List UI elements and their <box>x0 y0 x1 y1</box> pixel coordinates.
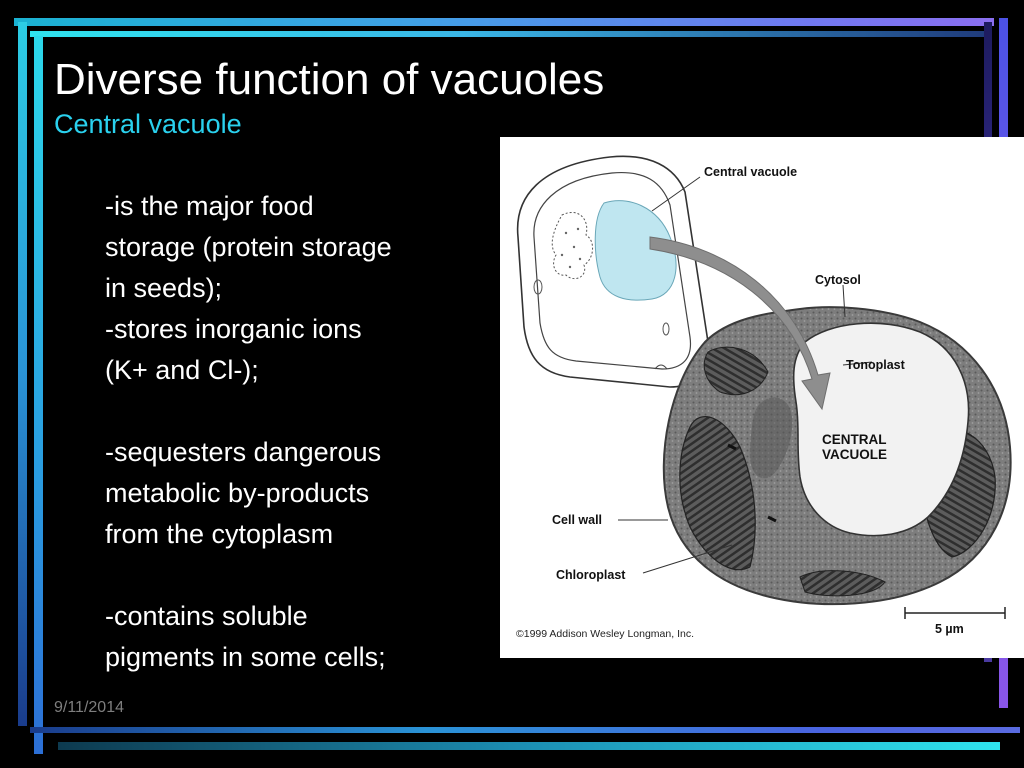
body-line: from the cytoplasm <box>105 519 334 549</box>
label-tonoplast: Tonoplast <box>846 358 906 372</box>
label-cell-wall: Cell wall <box>552 513 602 527</box>
label-chloroplast: Chloroplast <box>556 568 626 582</box>
top-frame-bar-inner <box>30 31 990 37</box>
schematic-cell <box>516 155 710 388</box>
body-line <box>105 555 485 596</box>
scale-label: 5 µm <box>935 622 964 636</box>
body-line <box>105 391 485 432</box>
slide-date: 9/11/2014 <box>54 699 124 716</box>
cell-figure: Central vacuole Cytosol Tonoplast CENTRA… <box>500 137 1024 658</box>
pointer-arrow <box>649 236 831 411</box>
body-line: -contains soluble <box>105 601 308 631</box>
schematic-central-vacuole <box>594 200 677 301</box>
body-line: metabolic by-products <box>105 478 370 508</box>
micrograph-cell <box>662 306 1012 606</box>
label-central-vacuole: Central vacuole <box>704 165 797 179</box>
body-line: -is the major food <box>105 191 314 221</box>
body-line: storage (protein storage <box>105 232 392 262</box>
micrograph-central-vacuole <box>792 322 970 537</box>
body-line: pigments in some cells; <box>105 642 386 672</box>
figure-copyright: ©1999 Addison Wesley Longman, Inc. <box>516 628 694 640</box>
slide-title: Diverse function of vacuoles <box>54 55 605 104</box>
body-line: -stores inorganic ions <box>105 314 362 344</box>
body-line: in seeds); <box>105 273 223 303</box>
bottom-frame-bar-inner <box>58 742 1000 750</box>
label-cytosol: Cytosol <box>815 273 861 287</box>
body-line: (K+ and Cl-); <box>105 355 259 385</box>
scale-bar <box>904 607 1006 619</box>
label-central-vacuole-big-2: VACUOLE <box>822 447 887 462</box>
slide-subtitle: Central vacuole <box>54 109 242 139</box>
bottom-frame-bar-outer <box>30 727 1020 733</box>
body-line: -sequesters dangerous <box>105 437 382 467</box>
slide-body: -is the major food storage (protein stor… <box>105 186 485 678</box>
label-central-vacuole-big-1: CENTRAL <box>822 432 887 447</box>
schematic-nucleus-dots <box>560 227 582 269</box>
left-frame-bar-inner <box>34 36 43 754</box>
left-frame-bar-outer <box>18 22 27 726</box>
top-frame-bar-outer <box>14 18 994 26</box>
cell-figure-svg: Central vacuole Cytosol Tonoplast CENTRA… <box>516 155 1012 640</box>
